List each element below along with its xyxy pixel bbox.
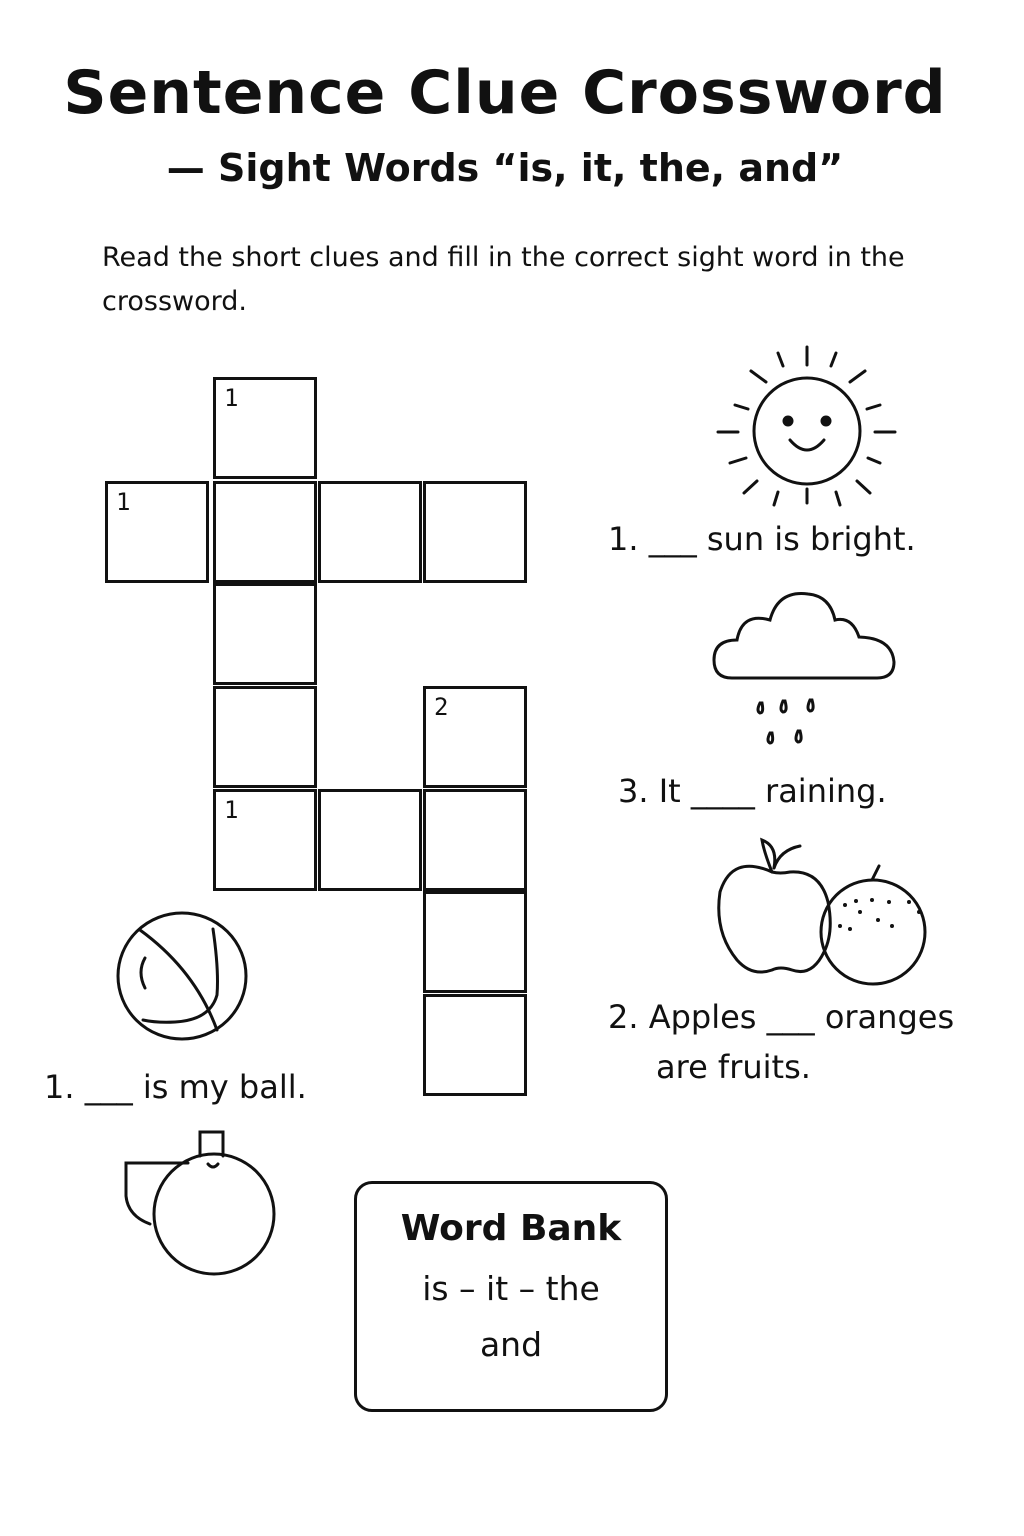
clue-fruits-line1: 2. Apples ___ oranges <box>608 998 955 1036</box>
clue-ball-text: 1. ___ is my ball. <box>44 1068 307 1106</box>
word-bank-title: Word Bank <box>400 1208 622 1249</box>
crossword-cell[interactable]: 2 <box>423 686 527 788</box>
apple-orange-icon <box>717 837 927 986</box>
crossword-cell[interactable] <box>213 686 317 788</box>
clue-fruits-line2: are fruits. <box>656 1048 811 1086</box>
cell-number: 1 <box>116 488 131 516</box>
clue-sun-text: 1. ___ sun is bright. <box>608 520 916 558</box>
crossword-cell[interactable]: 1 <box>213 789 317 891</box>
rain-cloud-icon <box>712 592 896 745</box>
cell-number: 2 <box>434 693 449 721</box>
word-bank: Word Bank is – it – the and <box>354 1181 668 1412</box>
crossword-cell[interactable] <box>318 789 422 891</box>
crossword-cell[interactable] <box>213 481 317 583</box>
cell-number: 1 <box>224 796 239 824</box>
crossword-cell[interactable]: 1 <box>213 377 317 479</box>
crossword-cell[interactable]: 1 <box>105 481 209 583</box>
page-title: Sentence Clue Crossword <box>63 58 947 128</box>
crossword-cell[interactable] <box>423 481 527 583</box>
word-bank-line-2: and <box>479 1325 543 1364</box>
sun-icon <box>716 345 897 507</box>
crossword-cell[interactable] <box>318 481 422 583</box>
whistle-icon <box>124 1130 276 1276</box>
crossword-cell[interactable] <box>213 583 317 685</box>
instructions: Read the short clues and fill in the cor… <box>102 242 905 317</box>
clue-rain-text: 3. It ____ raining. <box>618 772 887 810</box>
crossword-cell[interactable] <box>423 891 527 993</box>
word-bank-line-1: is – it – the <box>422 1269 600 1308</box>
page-subtitle: — Sight Words “is, it, the, and” <box>166 146 844 190</box>
crossword-cell[interactable] <box>423 789 527 891</box>
ball-icon <box>116 911 248 1041</box>
crossword-cell[interactable] <box>423 994 527 1096</box>
cell-number: 1 <box>224 384 239 412</box>
